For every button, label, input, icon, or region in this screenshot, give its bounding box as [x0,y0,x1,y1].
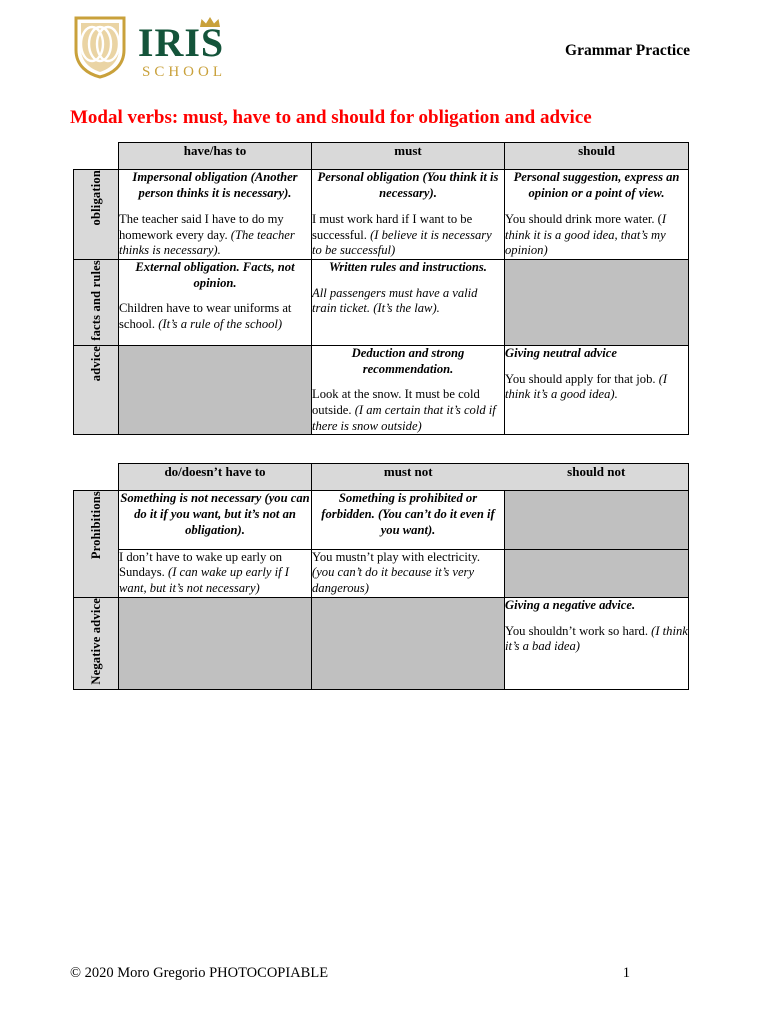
cell-facts-have-has-to: External obligation. Facts, not opinion.… [118,258,312,346]
cell-prohibitions-do-doesnt-have-to-definition: Something is not necessary (you can do i… [118,490,312,550]
row-label-text: advice [88,345,103,381]
page-title: Modal verbs: must, have to and should fo… [70,107,592,128]
cell-negative-advice-must-not-blocked [311,596,505,690]
cell-note-text: (It’s a rule of the school) [158,317,283,332]
row-label-text: Negative advice [88,597,103,685]
cell-heading: Written rules and instructions. [329,259,487,274]
cell-obligation-have-has-to: Impersonal obligation (Another person th… [118,169,312,260]
cell-example: I don’t have to wake up early on Sundays… [119,550,311,597]
row-label-advice: advice [73,344,119,436]
cell-example-text: I must work hard if I want to be success… [312,211,473,242]
table-header-row: have/has to must should [73,142,689,171]
cell-advice-have-has-to-blocked [118,344,312,436]
logo-brand-name: IRIS [137,20,225,65]
cell-note-text: (The teacher thinks is necessary). [119,227,295,258]
shield-icon [72,14,128,80]
table-row: I don’t have to wake up early on Sundays… [74,548,689,598]
table-row: Negative advice Giving a negative advice… [73,596,689,690]
negative-modals-table: do/doesn’t have to must not should not P… [73,463,689,690]
cell-prohibitions-must-not-definition: Something is prohibited or forbidden. (Y… [311,490,505,550]
school-logo: IRIS SCHOOL [72,14,226,81]
cell-advice-must: Deduction and strong recommendation. Loo… [311,344,505,436]
cell-heading: Something is prohibited or forbidden. (Y… [321,491,495,537]
footer-page-number: 1 [622,965,630,981]
logo-wordmark: IRIS SCHOOL [136,14,226,81]
cell-prohibitions-should-not-blocked-2 [504,548,689,598]
cell-heading: Giving neutral advice [505,345,617,360]
column-header-have-has-to: have/has to [118,142,312,171]
row-label-negative-advice: Negative advice [73,596,119,690]
row-label-text: facts and rules [88,259,103,341]
column-header-must: must [311,142,505,171]
column-header-do-doesnt-have-to: do/doesn’t have to [118,463,312,492]
cell-example: You mustn’t play with electricity. (you … [312,550,504,597]
cell-example-text: You mustn’t play with electricity. [312,549,481,564]
document-kind-label: Grammar Practice [565,42,690,59]
table-row: advice Deduction and strong recommendati… [73,344,689,436]
table-header-row: do/doesn’t have to must not should not [73,463,689,492]
cell-obligation-must: Personal obligation (You think it is nec… [311,169,505,260]
cell-note-text: I think it is a good idea, that’s my opi… [505,211,667,258]
cell-prohibitions-should-not-blocked [504,490,689,550]
logo-sub-name: SCHOOL [142,64,227,80]
cell-note-text: (I can wake up early if I want, but it’s… [119,565,289,596]
crown-icon [199,15,221,27]
cell-note-text: (I believe it is necessary to be success… [312,227,492,258]
cell-heading: Personal suggestion, express an opinion … [513,170,680,201]
cell-example-text: The teacher said I have to do my homewor… [119,211,284,242]
row-label-prohibitions: Prohibitions [73,490,119,598]
corner-cell [73,142,119,170]
column-header-should-not: should not [504,463,689,492]
cell-example: All passengers must have a valid train t… [312,286,504,317]
cell-example: Children have to wear uniforms at school… [119,301,311,332]
table-row: Prohibitions Something is not necessary … [73,490,689,598]
cell-negative-advice-should-not: Giving a negative advice. You shouldn’t … [504,596,689,690]
table-row: facts and rules External obligation. Fac… [73,258,689,346]
cell-note-text: (I am certain that it’s cold if there is… [312,402,496,433]
cell-example: You shouldn’t work so hard. (I think it’… [505,624,688,655]
row-label-facts-and-rules: facts and rules [73,258,119,346]
cell-example: The teacher said I have to do my homewor… [119,212,311,259]
cell-example-text: You shouldn’t work so hard. [505,623,648,638]
row-label-text: Prohibitions [88,491,103,560]
affirmative-modals-table: have/has to must should obligation Imper… [73,142,689,436]
cell-note-text: (you can’t do it because it’s very dange… [312,565,475,596]
row-label-obligation: obligation [73,169,119,260]
corner-cell [73,463,119,491]
column-header-should: should [504,142,689,171]
row-label-text: obligation [88,170,103,226]
cell-facts-should-blocked [504,258,689,346]
cell-heading: Something is not necessary (you can do i… [120,491,310,537]
cell-example-text: You should apply for that job. [505,371,656,386]
table-spacer [0,435,768,463]
cell-example: You should drink more water. (I think it… [505,212,688,259]
cell-heading: External obligation. Facts, not opinion. [135,259,295,290]
cell-example: You should apply for that job. (I think … [505,372,688,403]
page-header: IRIS SCHOOL Grammar Practice [0,0,768,100]
cell-prohibitions-do-doesnt-have-to-example: I don’t have to wake up early on Sundays… [118,548,312,598]
footer-copyright: © 2020 Moro Gregorio PHOTOCOPIABLE [70,965,329,981]
table-row: obligation Impersonal obligation (Anothe… [73,169,689,260]
cell-note-text: All passengers must have a valid train t… [312,285,478,316]
cell-heading: Giving a negative advice. [505,597,636,612]
cell-example: Look at the snow. It must be cold outsid… [312,387,504,434]
cell-heading: Deduction and strong recommendation. [351,345,465,376]
cell-example-text: Children have to wear uniforms at school… [119,301,292,332]
cell-heading: Impersonal obligation (Another person th… [132,170,298,201]
cell-example: I must work hard if I want to be success… [312,212,504,259]
cell-example-text: You should drink more water. ( [505,211,662,226]
column-header-must-not: must not [311,463,505,492]
cell-note-text: (I think it’s a good idea). [505,371,668,402]
cell-facts-must: Written rules and instructions. All pass… [311,258,505,346]
cell-heading: Personal obligation (You think it is nec… [317,170,499,201]
cell-note-text: (I think it’s a bad idea) [505,623,688,654]
cell-advice-should: Giving neutral advice You should apply f… [504,344,689,436]
cell-prohibitions-must-not-example: You mustn’t play with electricity. (you … [311,548,505,598]
cell-obligation-should: Personal suggestion, express an opinion … [504,169,689,260]
cell-example-text: Look at the snow. It must be cold outsid… [312,387,480,417]
cell-negative-advice-do-doesnt-have-to-blocked [118,596,312,690]
cell-example-text: I don’t have to wake up early on Sundays… [119,549,283,580]
page-footer: © 2020 Moro Gregorio PHOTOCOPIABLE 1 [70,965,698,982]
